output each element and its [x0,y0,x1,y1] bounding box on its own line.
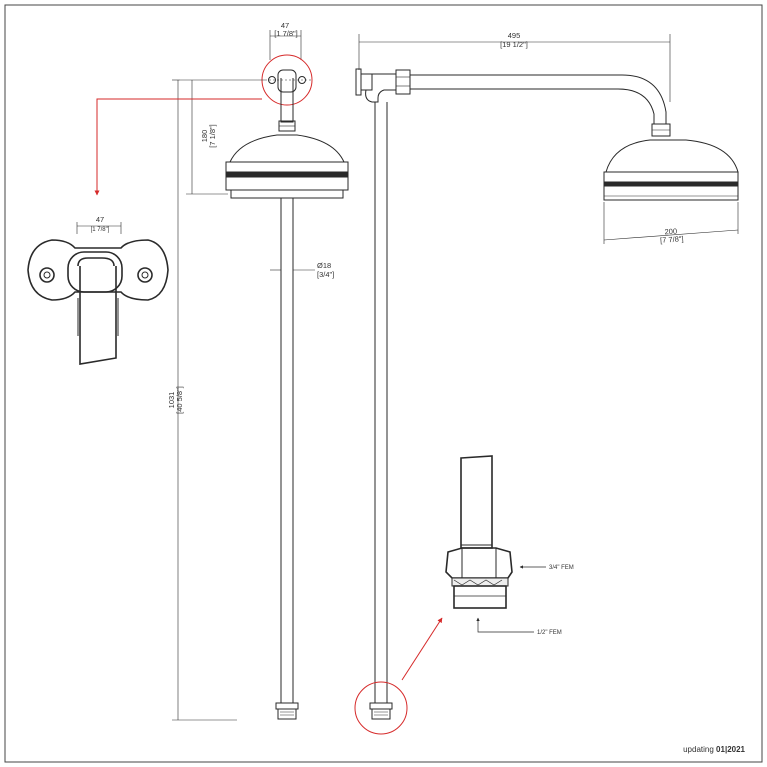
lower-thread-label: 1/2" FEM [537,630,562,636]
detail-width-mm: 47 [96,215,104,224]
height-in: [40 5/8"] [175,386,184,414]
head-diameter-mm: 200 [664,227,677,237]
drop-in: [7 1/8"] [208,124,217,148]
footer-separator: | [724,745,728,754]
bracket-width-mm: 47 [281,21,289,30]
bracket-width-in: [1 7/8"] [274,29,298,38]
detail-width-in: [1 7/8"] [91,227,110,233]
drop-mm: 180 [200,130,209,143]
bracket-detail [27,222,169,365]
height-mm: 1031 [167,392,176,409]
pipe-diameter-mm: Ø18 [317,261,331,270]
fitting-leader-arrow [401,617,443,681]
detail-leader-arrow [94,98,262,196]
fitting-detail [445,455,513,609]
arm-length-in: [19 1/2"] [500,40,528,49]
sheet-border [4,4,763,763]
arm-length-mm: 495 [508,31,521,40]
footer-prefix: updating [683,745,714,754]
footer-year: 2021 [727,745,745,754]
revision-footer: updating 01|2021 [683,745,745,754]
lower-thread-arrow [476,617,534,633]
left-riser-view [172,30,349,721]
right-riser-view [354,34,739,735]
head-diameter-in: [7 7/8"] [660,234,684,245]
pipe-diameter-in: [3/4"] [317,270,334,279]
upper-thread-label: 3/4" FEM [549,565,574,571]
footer-month: 01 [716,745,725,754]
